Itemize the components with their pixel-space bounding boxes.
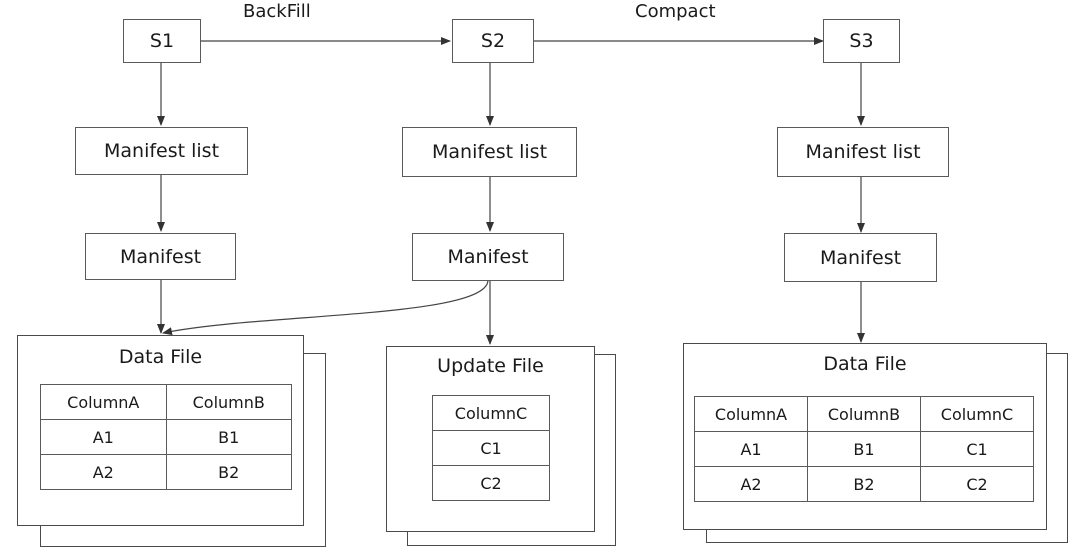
table-cell: B1 [165, 419, 292, 455]
table-header-row: ColumnA ColumnB ColumnC [694, 396, 1034, 432]
data-file-3-sheet: Data File ColumnA ColumnB ColumnC A1 B1 … [683, 343, 1047, 530]
data-file-3-table: ColumnA ColumnB ColumnC A1 B1 C1 A2 B2 C… [694, 396, 1034, 502]
table-cell: B1 [807, 431, 921, 467]
table-cell: A2 [694, 466, 808, 502]
manifest-3: Manifest [784, 233, 937, 282]
data-file-1-table: ColumnA ColumnB A1 B1 A2 B2 [40, 384, 292, 490]
table-cell: B2 [807, 466, 921, 502]
table-cell: C2 [432, 465, 550, 501]
table-cell: A2 [40, 454, 167, 490]
manifest-list-3: Manifest list [777, 127, 949, 177]
backfill-label: BackFill [243, 1, 311, 22]
snapshot-s2: S2 [452, 19, 534, 63]
data-file-1-sheet: Data File ColumnA ColumnB A1 B1 A2 B2 [17, 335, 304, 526]
table-cell: B2 [165, 454, 292, 490]
manifest-1: Manifest [85, 233, 236, 280]
table-header-cell: ColumnA [694, 396, 808, 432]
update-file-sheet: Update File ColumnC C1 C2 [386, 346, 595, 532]
table-row: A2 B2 [40, 454, 292, 490]
data-file-1-title: Data File [118, 346, 203, 368]
table-header-row: ColumnC [432, 395, 550, 431]
table-cell: C1 [432, 430, 550, 466]
table-header-cell: ColumnC [432, 395, 550, 431]
manifest-list-1: Manifest list [75, 127, 248, 175]
table-header-cell: ColumnA [40, 384, 167, 420]
update-file-table: ColumnC C1 C2 [432, 395, 550, 501]
compact-label: Compact [635, 1, 716, 22]
snapshot-s3: S3 [823, 19, 900, 63]
table-row: C1 [432, 430, 550, 466]
table-row: C2 [432, 465, 550, 501]
table-cell: A1 [694, 431, 808, 467]
table-row: A1 B1 [40, 419, 292, 455]
table-header-row: ColumnA ColumnB [40, 384, 292, 420]
table-header-cell: ColumnB [807, 396, 921, 432]
update-file-title: Update File [437, 355, 544, 377]
table-row: A1 B1 C1 [694, 431, 1034, 467]
manifest-list-2: Manifest list [402, 127, 577, 177]
arrow-manifest-2-to-data-file-1 [162, 279, 489, 336]
table-header-cell: ColumnC [920, 396, 1034, 432]
manifest-2: Manifest [412, 233, 564, 281]
snapshot-s1: S1 [123, 19, 201, 63]
table-cell: C1 [920, 431, 1034, 467]
table-header-cell: ColumnB [165, 384, 292, 420]
table-cell: C2 [920, 466, 1034, 502]
data-file-3-title: Data File [823, 353, 907, 375]
table-row: A2 B2 C2 [694, 466, 1034, 502]
table-cell: A1 [40, 419, 167, 455]
